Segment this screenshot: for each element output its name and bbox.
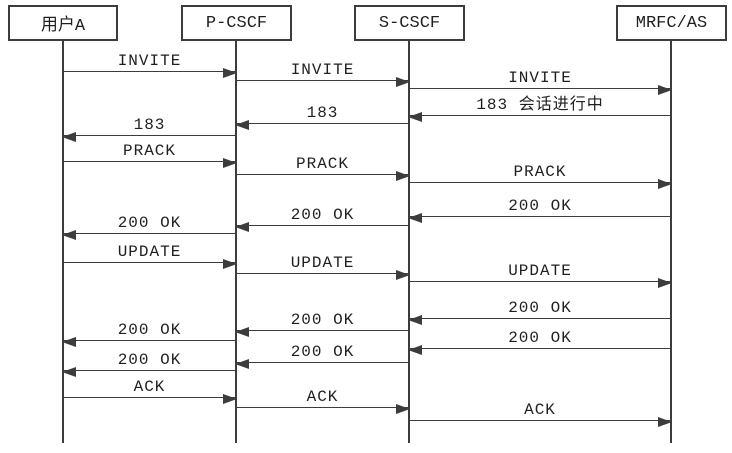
arrow-left-icon <box>235 120 249 130</box>
lifeline-mrfc-as <box>670 41 672 443</box>
actor-label: MRFC/AS <box>635 13 708 33</box>
message-label: UPDATE <box>117 243 182 261</box>
arrow-left-icon <box>235 327 249 337</box>
message-200ok-7: 200 OK <box>408 330 671 355</box>
arrow-right-icon <box>658 417 672 427</box>
message-label: ACK <box>524 401 556 419</box>
actor-box-s-cscf: S-CSCF <box>354 5 465 41</box>
message-label: 183 会话进行中 <box>476 96 604 114</box>
message-200ok-8: 200 OK <box>235 344 409 369</box>
message-label: ACK <box>133 378 166 396</box>
message-183-session-progress: 183 会话进行中 <box>408 97 671 122</box>
message-label: 200 OK <box>290 343 355 361</box>
message-prack-3: PRACK <box>409 164 672 189</box>
message-label: PRACK <box>295 155 349 173</box>
message-label: INVITE <box>508 69 572 87</box>
lifeline-s-cscf <box>408 41 410 443</box>
message-183-3: 183 <box>62 117 236 142</box>
actor-box-p-cscf: P-CSCF <box>181 5 292 41</box>
message-update-2: UPDATE <box>236 255 410 280</box>
message-200ok-6: 200 OK <box>62 322 236 347</box>
lifeline-p-cscf <box>235 41 237 443</box>
message-update-1: UPDATE <box>63 244 237 269</box>
message-label: 200 OK <box>508 329 572 347</box>
actor-label: 用户A <box>40 17 86 36</box>
message-label: 200 OK <box>508 299 572 317</box>
message-prack-2: PRACK <box>236 156 410 181</box>
arrow-right-icon <box>658 85 672 95</box>
message-invite-3: INVITE <box>409 70 672 95</box>
arrow-right-icon <box>396 270 410 280</box>
lifeline-user-a <box>62 41 64 443</box>
message-label: 200 OK <box>117 351 182 369</box>
message-label: 200 OK <box>290 311 355 329</box>
message-label: PRACK <box>513 163 567 181</box>
message-200ok-2: 200 OK <box>235 207 409 232</box>
actor-label: S-CSCF <box>378 13 441 33</box>
arrow-right-icon <box>396 404 410 414</box>
arrow-right-icon <box>223 259 237 269</box>
arrow-left-icon <box>62 367 76 377</box>
message-label: 200 OK <box>508 197 572 215</box>
arrow-left-icon <box>408 112 422 122</box>
message-label: ACK <box>306 388 339 406</box>
message-label: INVITE <box>117 52 182 70</box>
message-label: UPDATE <box>508 262 572 280</box>
arrow-right-icon <box>658 278 672 288</box>
arrow-left-icon <box>62 132 76 142</box>
actor-box-mrfc-as: MRFC/AS <box>616 5 727 41</box>
arrow-right-icon <box>223 158 237 168</box>
arrow-right-icon <box>396 77 410 87</box>
actor-box-user-a: 用户A <box>8 5 118 41</box>
message-label: 200 OK <box>117 321 182 339</box>
arrow-left-icon <box>408 213 422 223</box>
arrow-left-icon <box>408 345 422 355</box>
message-label: UPDATE <box>290 254 355 272</box>
message-label: 200 OK <box>117 214 182 232</box>
message-200ok-3: 200 OK <box>62 215 236 240</box>
arrow-left-icon <box>235 222 249 232</box>
arrow-right-icon <box>658 179 672 189</box>
arrow-left-icon <box>408 315 422 325</box>
message-200ok-1: 200 OK <box>408 198 671 223</box>
message-200ok-4: 200 OK <box>408 300 671 325</box>
message-ack-2: ACK <box>236 389 410 414</box>
message-183-2: 183 <box>235 105 409 130</box>
message-ack-1: ACK <box>63 379 237 404</box>
message-invite-1: INVITE <box>63 53 237 78</box>
message-prack-1: PRACK <box>63 143 237 168</box>
message-200ok-9: 200 OK <box>62 352 236 377</box>
arrow-right-icon <box>223 68 237 78</box>
message-label: PRACK <box>122 142 176 160</box>
arrow-right-icon <box>396 171 410 181</box>
actor-label: P-CSCF <box>205 13 268 33</box>
message-label: 200 OK <box>290 206 355 224</box>
message-200ok-5: 200 OK <box>235 312 409 337</box>
arrow-right-icon <box>223 394 237 404</box>
message-ack-3: ACK <box>409 402 672 427</box>
message-label: 183 <box>133 116 166 134</box>
message-update-3: UPDATE <box>409 263 672 288</box>
message-label: 183 <box>306 104 339 122</box>
arrow-left-icon <box>235 359 249 369</box>
message-label: INVITE <box>290 61 355 79</box>
message-invite-2: INVITE <box>236 62 410 87</box>
arrow-left-icon <box>62 230 76 240</box>
arrow-left-icon <box>62 337 76 347</box>
